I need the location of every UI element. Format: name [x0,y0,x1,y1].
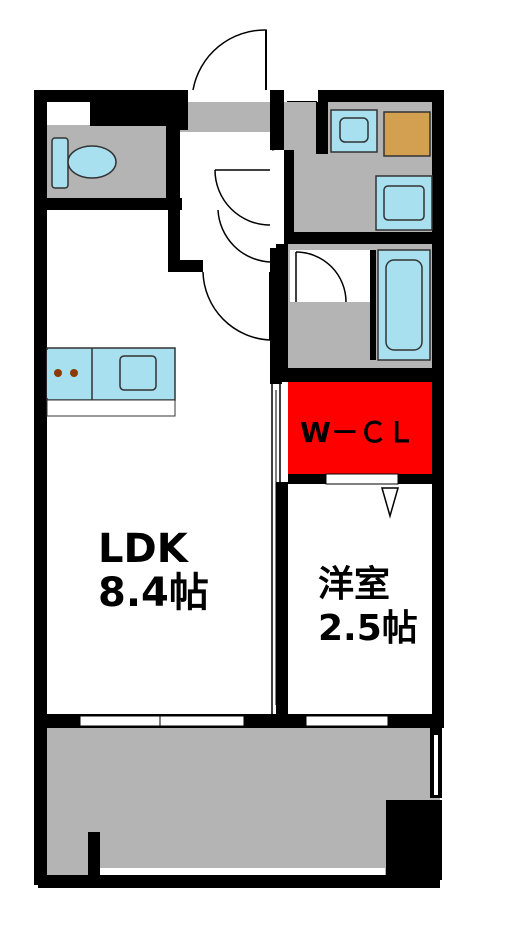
top-right-wall [318,90,442,102]
bath-bottom-wall [276,368,444,382]
ldk-size: 8.4帖 [98,570,209,616]
stove-burner-2 [70,369,78,377]
south-windows [79,715,389,727]
washbasin-icon [330,109,378,153]
closet-door-marker [381,487,399,519]
ldk-partition [270,248,288,714]
balcony-floor [45,728,440,878]
counter-backsplash [46,399,176,417]
toilet-wall-bottom [47,198,182,210]
balcony-outer-wall [38,875,440,888]
washroom [217,102,434,263]
closet-fill [288,382,432,474]
partition-upper [270,248,282,384]
balcony-corner-block [386,800,442,880]
closet-door-opening [325,473,399,485]
bath-dry-area [290,250,370,302]
western-room-name: 洋室 [318,564,390,605]
bath-partition [370,250,376,360]
hall-door-swing-1 [214,169,271,226]
balcony-right-inner [434,735,438,795]
western-room-size: 2.5帖 [318,608,418,649]
ldk-window [79,715,245,727]
entrance-left-jamb [178,90,188,130]
right-wall [432,90,444,720]
top-left-wall [34,90,182,102]
bath-door-swing [295,251,347,303]
balcony-left-stub [88,832,100,878]
kitchen-counter [46,347,176,417]
vanity-icon [375,175,433,231]
balcony [38,728,442,888]
toilet-room [47,102,182,210]
western-left-wall [276,482,288,714]
western-window [305,715,389,727]
washroom-divider-top [316,102,328,154]
left-wall [34,90,47,885]
entrance-right-wall [270,90,284,150]
hall-bottom-left-wall [168,260,203,272]
closet-label: W－ＣＬ [300,416,415,449]
toilet-icon [51,137,117,189]
entrance-door-swing [192,29,267,91]
balcony-inner-strip [100,868,385,875]
kitchen-sink-icon [119,355,157,391]
walk-in-closet: W－ＣＬ [288,382,432,519]
ldk-name: LDK [98,526,190,572]
ldk-door-swing [202,271,271,341]
washing-machine-icon [383,111,431,157]
bathtub-icon [377,249,431,361]
stove-icon [47,350,89,398]
washroom-left-wall [284,150,294,234]
bathroom [276,244,444,382]
hall-left-wall [168,130,180,270]
toilet-wall-top [90,102,178,126]
genkan-floor [180,102,270,132]
washroom-door-swing [217,209,271,263]
stove-burner-1 [54,369,62,377]
washroom-bottom-wall [284,232,434,244]
